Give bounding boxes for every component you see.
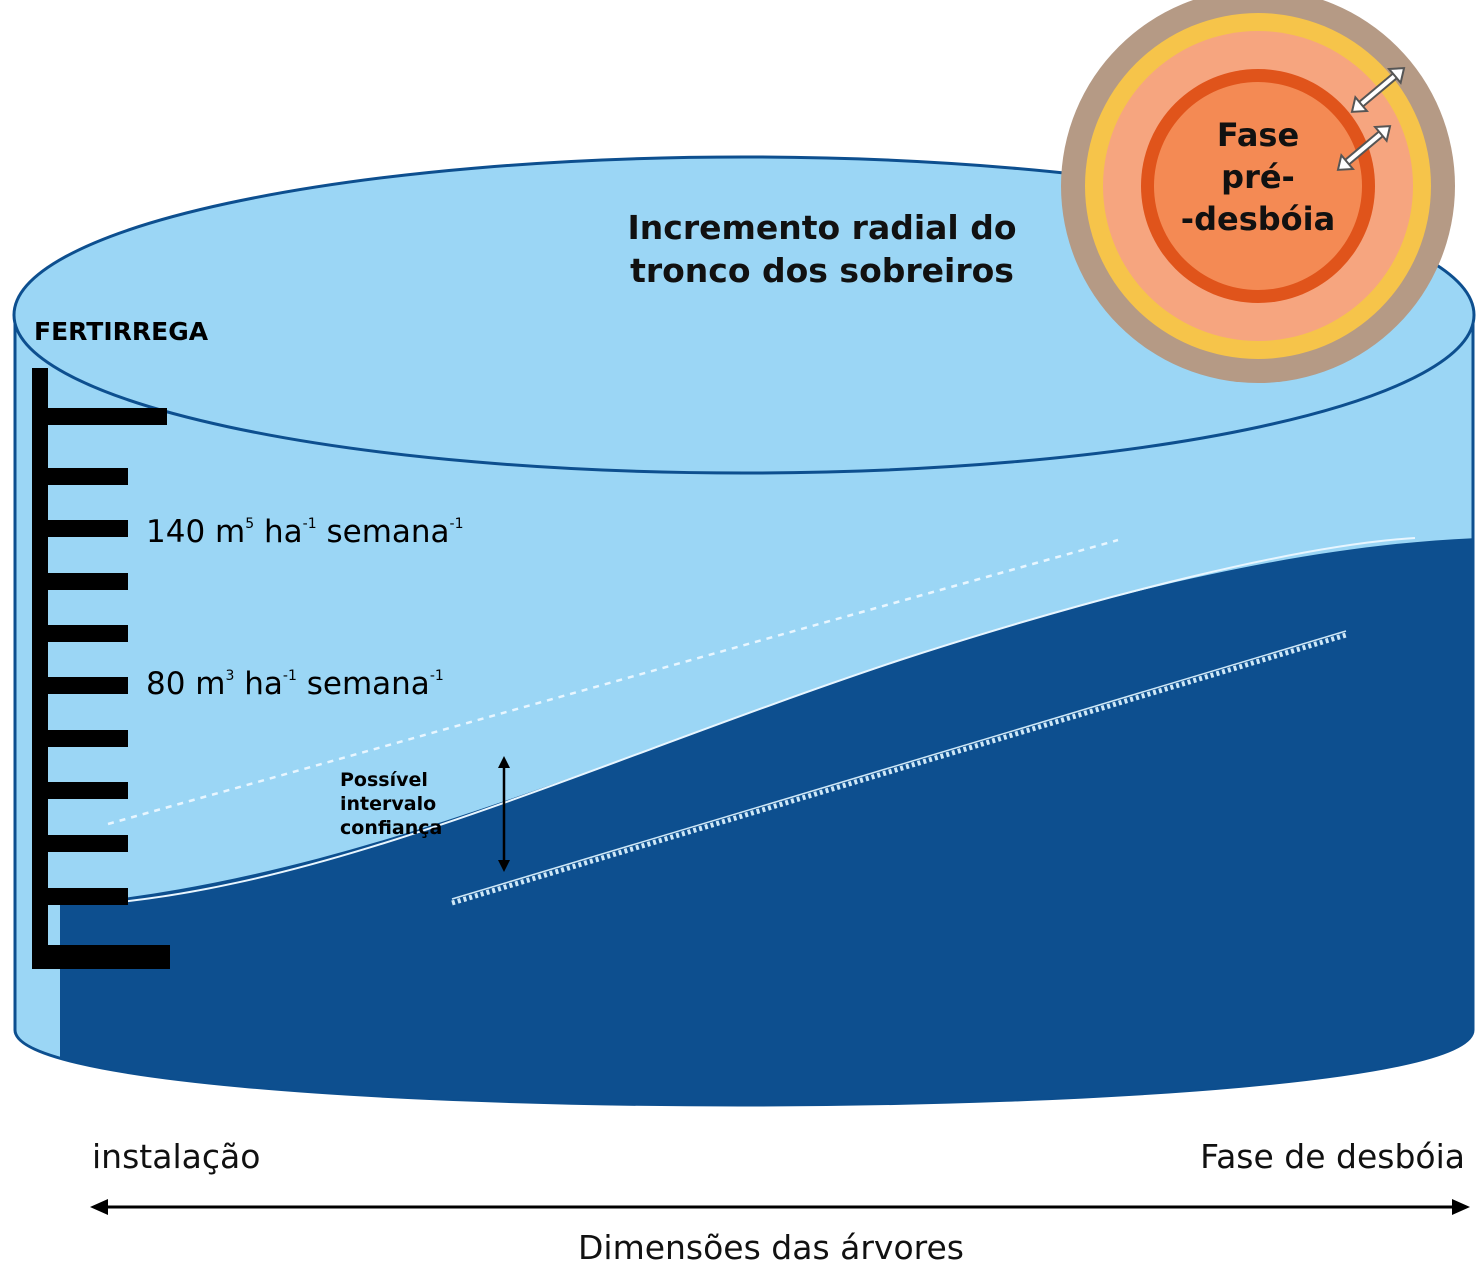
confidence-arrow: [498, 756, 510, 872]
confidence-line-2: intervalo: [340, 793, 436, 815]
lower-rate-label: 80 m3 ha-1 semana-1: [146, 666, 444, 702]
upper-rate-label: 140 m5 ha-1 semana-1: [146, 514, 464, 550]
core: [1154, 82, 1362, 290]
title-line-2: tronco dos sobreiros: [630, 251, 1014, 290]
title-line-1: Incremento radial do: [627, 208, 1016, 247]
expansion-arrow-icon: [1350, 67, 1406, 113]
trunk-cross-section: Fase pré- -desbóia: [1061, 0, 1455, 383]
increment-edge: [109, 537, 1416, 904]
cylinder-bottom: [60, 975, 1473, 1105]
confidence-line-1: Possível: [340, 769, 428, 791]
fertirrega-scale: [32, 368, 170, 969]
axis-caption: Dimensões das árvores: [578, 1228, 964, 1267]
axis-left-label: instalação: [92, 1137, 260, 1176]
scale-label: FERTIRREGA: [34, 317, 209, 346]
lower-confidence-line-edge: [451, 630, 1347, 900]
axis-right-label: Fase de desbóia: [1200, 1137, 1465, 1176]
badge-line-3: -desbóia: [1181, 200, 1335, 238]
increment-area: [60, 538, 1473, 1105]
expansion-arrow-icon: [1336, 125, 1392, 171]
badge-line-2: pré-: [1221, 158, 1295, 196]
dimension-axis-arrow: [90, 1199, 1470, 1215]
confidence-line-3: confiança: [340, 817, 442, 839]
badge-line-1: Fase: [1217, 116, 1299, 154]
